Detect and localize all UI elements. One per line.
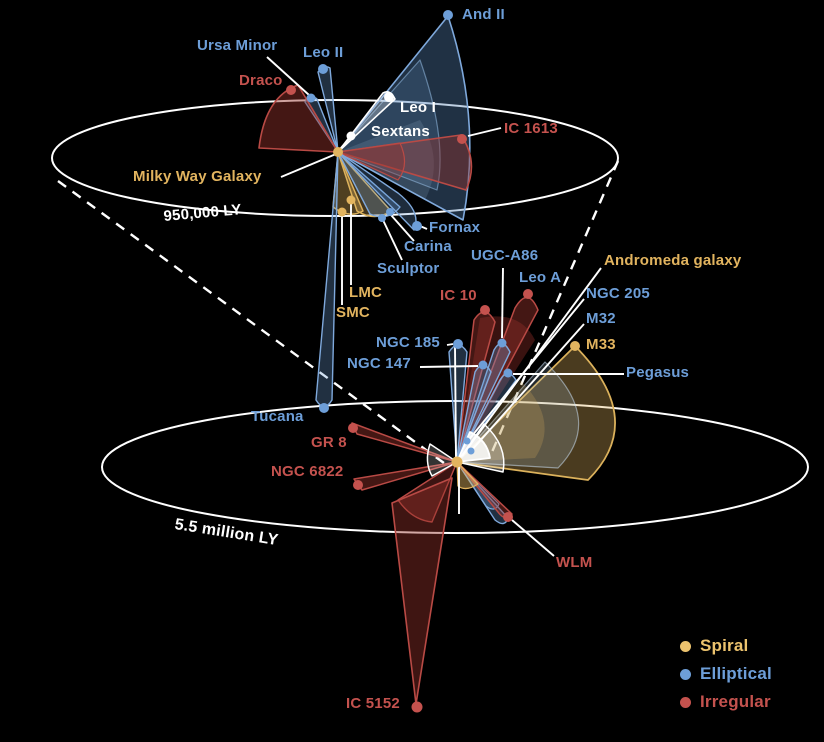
irregular-dot-icon xyxy=(680,696,691,708)
label-fornax: Fornax xyxy=(429,219,481,236)
wlm-leader xyxy=(511,519,555,557)
ursa-minor-leader xyxy=(266,56,310,96)
pale-upper-wedge xyxy=(338,120,434,200)
label-leo-ii: Leo II xyxy=(303,44,344,61)
label-ugc-a86: UGC-A86 xyxy=(471,247,539,264)
and-ii-wedge xyxy=(337,15,471,221)
label-milky-way: Milky Way Galaxy xyxy=(133,168,262,185)
wlm-dot xyxy=(503,512,513,522)
ngc-205-dot xyxy=(463,437,471,445)
label-m33: M33 xyxy=(586,336,616,353)
label-leo-a: Leo A xyxy=(519,269,562,286)
leo-ii-dot xyxy=(318,64,328,74)
ngc-185-leader xyxy=(446,343,454,346)
pegasus-dot xyxy=(503,368,513,378)
legend-row-irregular: Irregular xyxy=(680,688,772,716)
carina-leader xyxy=(390,214,415,242)
label-lmc: LMC xyxy=(349,284,383,301)
carina-dot xyxy=(386,208,394,216)
sculptor-leader xyxy=(382,219,403,261)
label-ngc-205: NGC 205 xyxy=(586,285,650,302)
fornax-dot xyxy=(412,221,422,231)
label-ic-10: IC 10 xyxy=(440,287,477,304)
white-fan-2-wedge xyxy=(456,423,505,473)
milky-way-dot xyxy=(333,147,343,157)
legend: Spiral Elliptical Irregular xyxy=(680,632,772,716)
ic-1613-leader xyxy=(467,127,502,137)
label-ngc-147: NGC 147 xyxy=(347,355,411,372)
label-sextans: Sextans xyxy=(371,123,430,140)
ic-1613-dot xyxy=(457,134,467,144)
leo-i-dot xyxy=(384,92,394,102)
ngc-147-leader xyxy=(419,365,479,368)
andromeda-dot xyxy=(451,456,463,468)
draco-dot xyxy=(286,85,296,95)
smc-dot xyxy=(337,207,347,217)
label-gr-8: GR 8 xyxy=(311,434,347,451)
ic-5152-dot xyxy=(411,701,423,713)
label-wlm: WLM xyxy=(556,554,593,571)
elliptical-dot-icon xyxy=(680,668,691,680)
white-fan-left-wedge xyxy=(426,443,458,477)
tucana-dot xyxy=(319,403,329,413)
label-ngc-185: NGC 185 xyxy=(376,334,440,351)
label-carina: Carina xyxy=(404,238,452,255)
legend-label-elliptical: Elliptical xyxy=(700,664,772,683)
ugc-a86-leader xyxy=(501,267,504,339)
center-flourish-wedge xyxy=(456,461,479,490)
label-m32: M32 xyxy=(586,310,616,327)
m33-wedge xyxy=(456,345,616,481)
label-ic-5152: IC 5152 xyxy=(346,695,400,712)
m32-dot xyxy=(467,447,475,455)
label-draco: Draco xyxy=(239,72,283,89)
label-ursa-minor: Ursa Minor xyxy=(197,37,278,54)
gr-8-dot xyxy=(348,423,358,433)
ugc-a86-dot xyxy=(497,338,507,348)
lmc-dot xyxy=(346,195,356,205)
sextans-line xyxy=(339,137,351,150)
sculptor-dot xyxy=(378,214,386,222)
inner-ring xyxy=(51,99,619,217)
ngc-6822-dot xyxy=(353,480,363,490)
draco-wedge xyxy=(258,84,339,153)
label-and-ii: And II xyxy=(462,6,505,23)
label-ngc-6822: NGC 6822 xyxy=(271,463,344,480)
sextans-dot xyxy=(346,131,356,141)
m32-leader xyxy=(470,323,585,452)
ngc-147-dot xyxy=(478,360,488,370)
legend-row-elliptical: Elliptical xyxy=(680,660,772,688)
ic-5152-wedge xyxy=(391,477,453,705)
tucana-wedge xyxy=(315,151,339,408)
cone-line-left xyxy=(57,180,449,467)
legend-row-spiral: Spiral xyxy=(680,632,772,660)
ic-10-dot xyxy=(480,305,490,315)
pale-lower-wedge xyxy=(456,361,580,469)
label-leo-i: Leo I xyxy=(400,99,437,116)
label-pegasus: Pegasus xyxy=(626,364,690,381)
ngc-205-leader xyxy=(466,298,585,443)
m33-dot xyxy=(570,341,580,351)
label-smc: SMC xyxy=(336,304,370,321)
ursa-minor-dot xyxy=(306,93,316,103)
ic-1613-inner-wedge xyxy=(337,142,406,181)
legend-label-irregular: Irregular xyxy=(700,692,771,711)
legend-label-spiral: Spiral xyxy=(700,636,749,655)
label-sculptor: Sculptor xyxy=(377,260,440,277)
leo-a-dot xyxy=(523,289,533,299)
ngc-185-dot xyxy=(453,339,463,349)
label-andromeda: Andromeda galaxy xyxy=(604,252,742,269)
label-tucana: Tucana xyxy=(251,408,304,425)
spiral-dot-icon xyxy=(680,640,691,652)
label-ic-1613: IC 1613 xyxy=(504,120,558,137)
milky-way-leader xyxy=(280,153,337,178)
and-ii-inner-wedge xyxy=(337,59,441,191)
and-ii-dot xyxy=(443,10,453,20)
vertical-line xyxy=(454,346,457,459)
